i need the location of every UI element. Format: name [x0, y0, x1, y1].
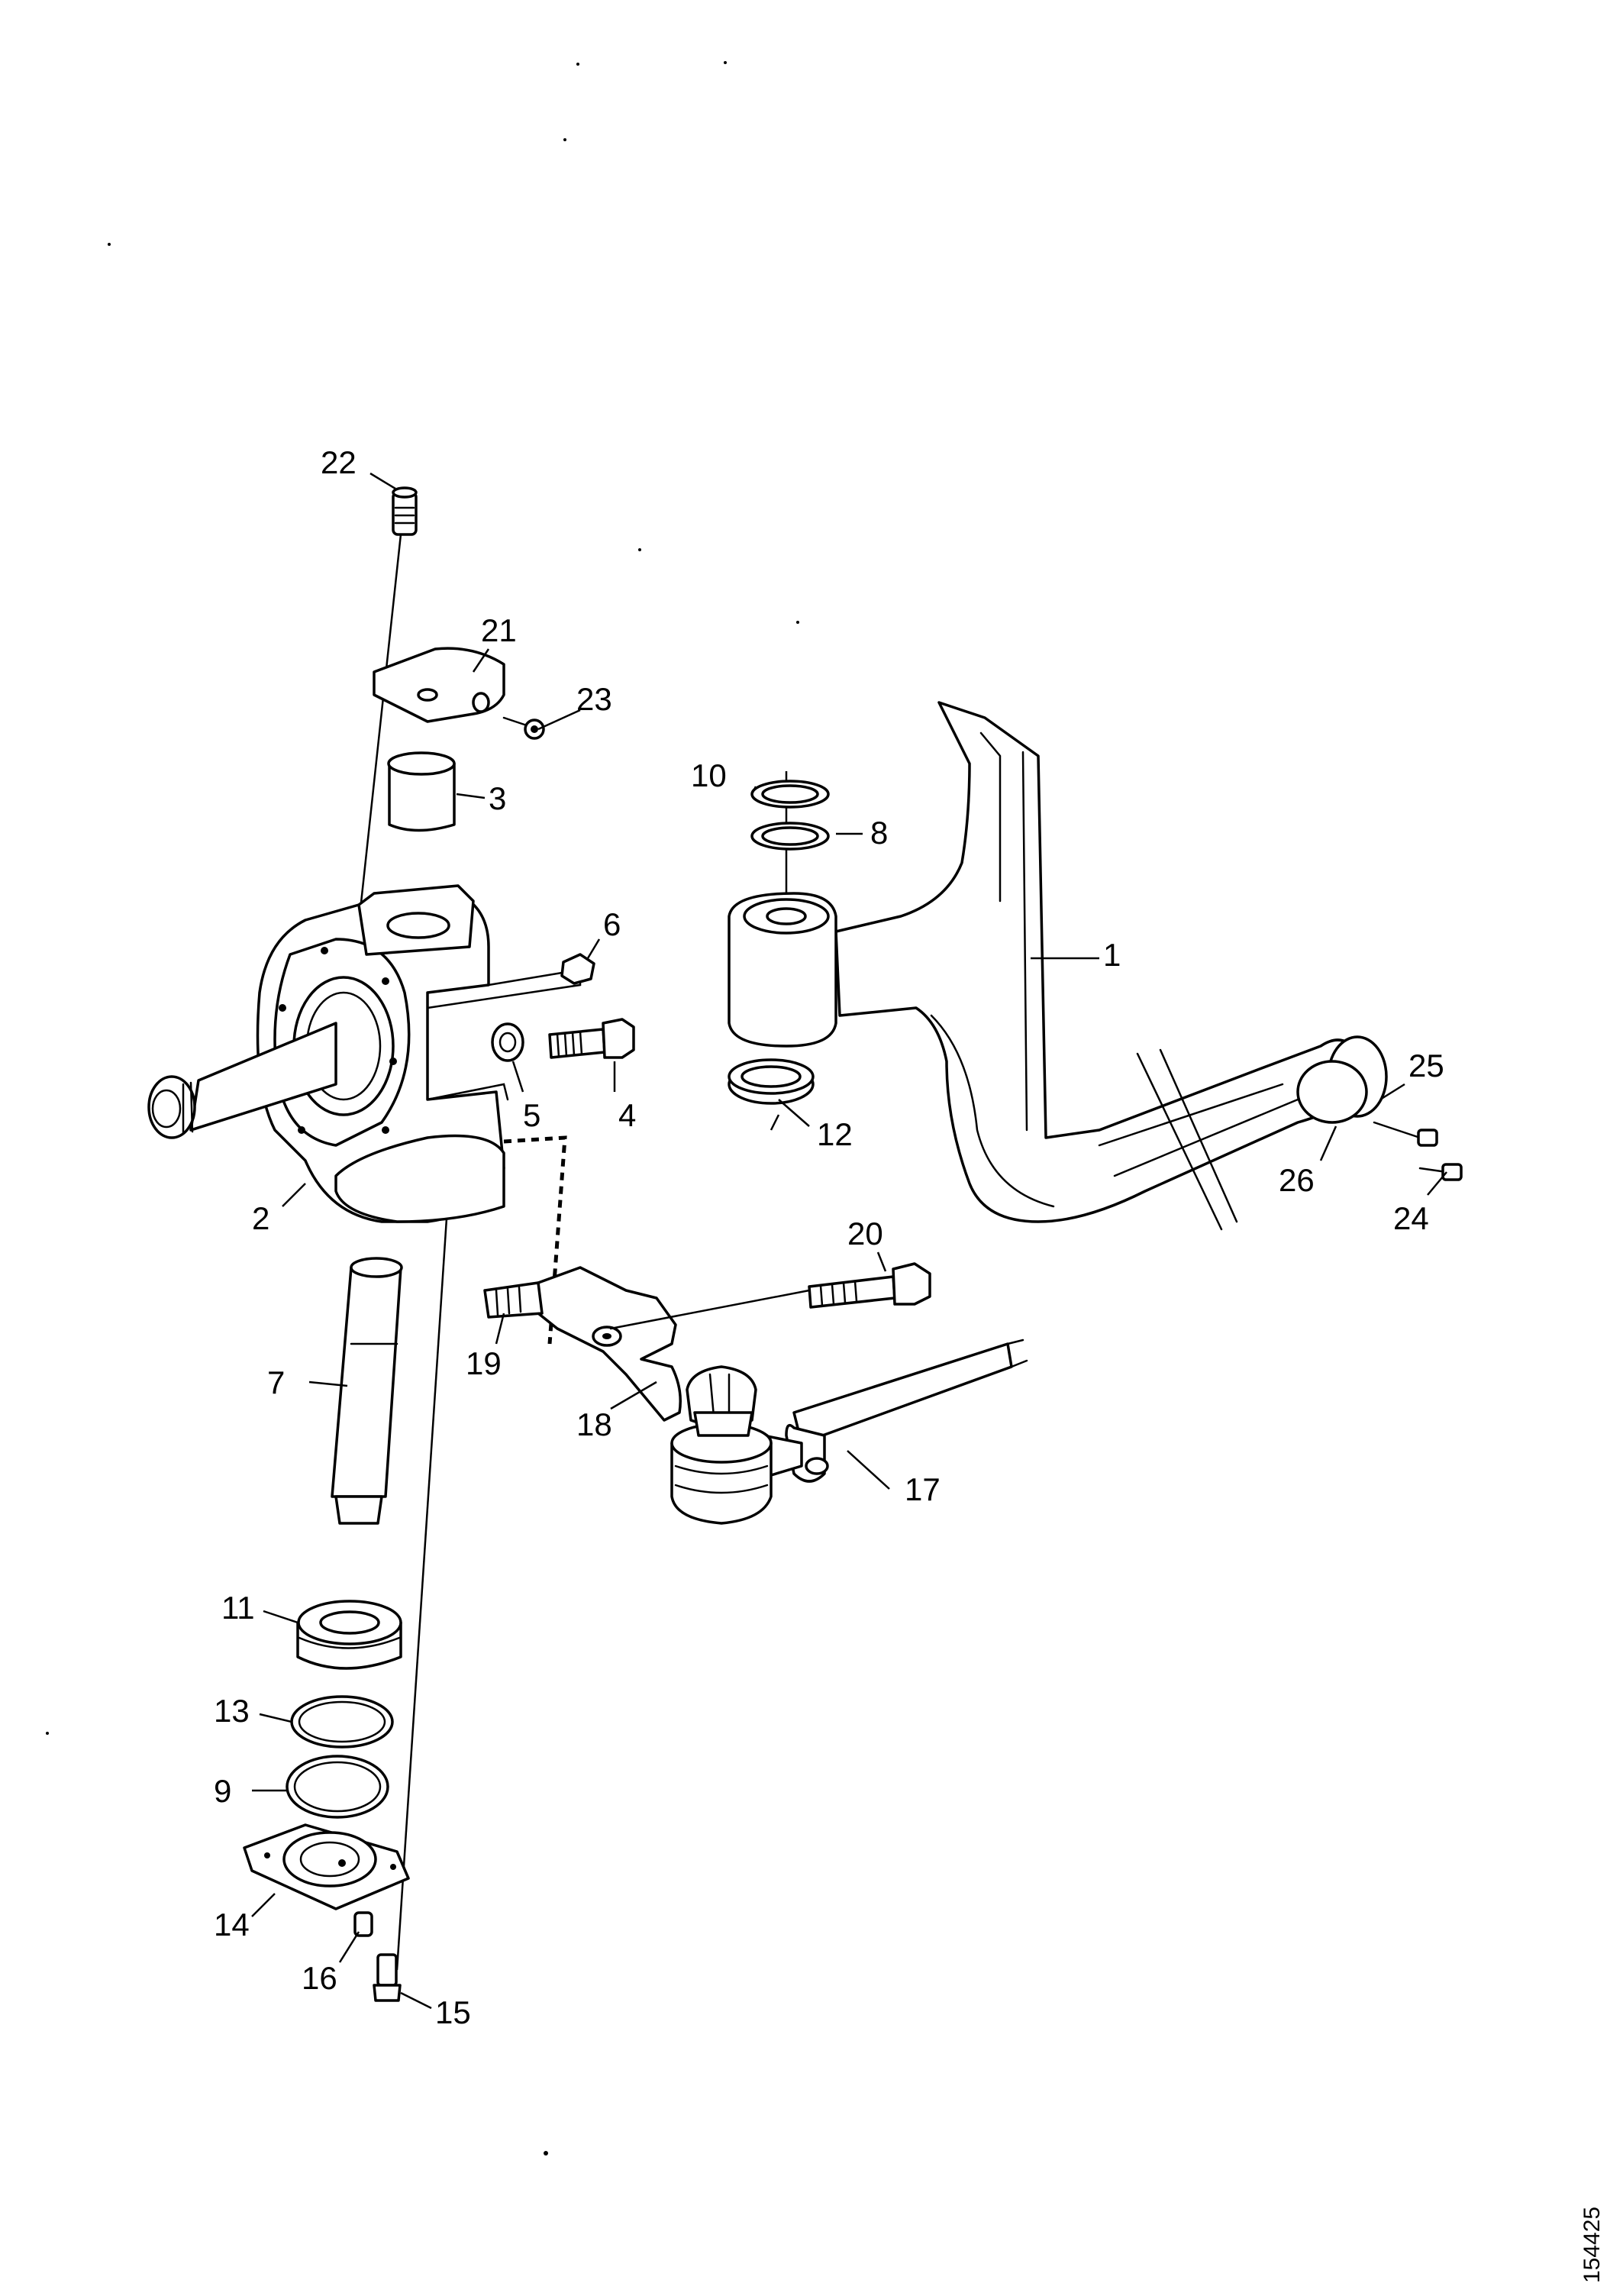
washer-8 [750, 822, 830, 851]
callout-5: 5 [523, 1097, 540, 1133]
king-pin-7 [331, 1257, 403, 1525]
kingpin-axis-line [357, 534, 402, 925]
axle-beam [834, 701, 1368, 1231]
leader-lines [251, 472, 1447, 2010]
bump-stop-screws [1373, 1121, 1463, 1181]
bolt-20-axis [609, 1289, 811, 1330]
cover-plate-21 [373, 647, 505, 723]
callout-6: 6 [603, 906, 621, 942]
beam-rubber-bump-stop [1296, 1035, 1388, 1124]
callout-15: 15 [435, 1994, 471, 2030]
callout-21: 21 [481, 612, 517, 648]
callout-10: 10 [691, 757, 727, 793]
beam-kingpin-boss [728, 892, 837, 1048]
callout-11: 11 [221, 1590, 255, 1626]
callout-16: 16 [302, 1960, 337, 1996]
bolt-22 [392, 486, 418, 536]
callout-9: 9 [214, 1773, 231, 1809]
callout-25: 25 [1408, 1048, 1444, 1083]
callout-13: 13 [214, 1693, 250, 1729]
callout-12: 12 [817, 1116, 853, 1152]
callout-24: 24 [1393, 1200, 1429, 1236]
callout-7: 7 [267, 1364, 285, 1400]
kingpin-axis-lower [395, 1160, 452, 1971]
callout-14: 14 [214, 1907, 250, 1942]
seal-12 [728, 1058, 815, 1105]
washer-10 [750, 780, 830, 809]
tie-rod-17 [762, 1339, 1028, 1483]
callout-3: 3 [489, 780, 506, 816]
ring-9 [286, 1755, 389, 1819]
ball-joint [670, 1365, 773, 1525]
thrust-bearing-11 [296, 1600, 402, 1670]
callout-19: 19 [466, 1345, 502, 1381]
bolt-15 [373, 1953, 402, 2002]
screw-6 [560, 953, 595, 985]
steering-arm-18 [537, 1266, 682, 1422]
grease-nipple-23 [502, 716, 545, 740]
callout-23: 23 [576, 681, 612, 717]
callout-17: 17 [905, 1471, 941, 1507]
bushing-3 [387, 751, 456, 832]
cover-plate-14 [243, 1823, 410, 1910]
document-number: 154425 [1579, 2207, 1605, 2283]
callout-2: 2 [252, 1200, 269, 1236]
ring-13 [290, 1695, 394, 1749]
nut-5 [491, 1022, 524, 1062]
callout-8: 8 [870, 815, 888, 851]
bolt-4 [548, 1018, 635, 1059]
bolt-16 [353, 1911, 373, 1937]
callout-20: 20 [847, 1216, 883, 1251]
callout-labels: 22 21 23 3 10 8 1 6 5 4 12 25 26 24 2 20… [214, 444, 1444, 2030]
bolt-19 [483, 1281, 544, 1319]
callout-22: 22 [321, 444, 357, 480]
specks [46, 61, 799, 2156]
bolt-20 [808, 1262, 931, 1309]
callout-1: 1 [1103, 937, 1121, 973]
callout-4: 4 [618, 1097, 636, 1133]
assembly-dashed-line [503, 1135, 567, 1345]
callout-26: 26 [1279, 1162, 1315, 1198]
steering-knuckle [147, 884, 582, 1223]
callout-18: 18 [576, 1406, 612, 1442]
